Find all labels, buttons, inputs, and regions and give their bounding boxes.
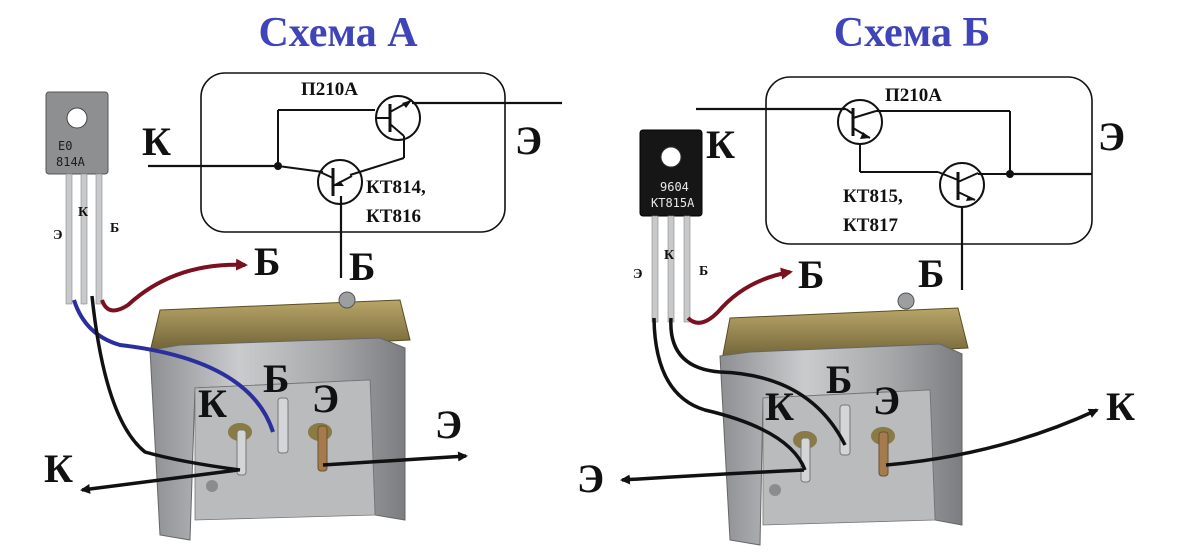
scheme-a-transistor-photo: E0 814A Э К Б (45, 91, 119, 305)
scheme-b-driver-label-1: КТ815, (843, 186, 903, 207)
scheme-b-circuit: П210А КТ815, КТ817 К Э Б (696, 76, 1125, 296)
scheme-b-terminal-e: Э (1098, 114, 1125, 159)
scheme-a-chip-marking-1: E0 (58, 139, 72, 153)
scheme-a-blue-wire (72, 299, 275, 433)
scheme-b-pin-b: Б (699, 264, 708, 279)
scheme-a-k-arrow (80, 468, 239, 494)
scheme-b-pin-e: Э (633, 267, 643, 282)
scheme-b-heatsink-photo: К Б Э (719, 292, 969, 546)
scheme-b-terminal-k: К (706, 122, 735, 167)
scheme-b-chip-marking-2: КТ815А (651, 196, 695, 210)
scheme-a-p210-symbol (375, 95, 421, 141)
scheme-b-black-wire-e (652, 317, 807, 471)
scheme-b: Схема Б (577, 10, 1135, 546)
scheme-a-out-k: К (44, 446, 73, 491)
scheme-a-pin-b: Б (110, 221, 119, 236)
scheme-b-heatsink-k: К (765, 384, 794, 429)
scheme-b-kt815-symbol (937, 162, 985, 208)
scheme-a-pin-k: К (78, 205, 89, 220)
scheme-b-title: Схема Б (834, 10, 991, 56)
scheme-a-heatsink-photo: К Б Э (149, 291, 411, 541)
scheme-b-out-k: К (1106, 384, 1135, 429)
scheme-b-k-arrow (885, 408, 1099, 467)
scheme-a-e-arrow (322, 451, 468, 467)
scheme-a-driver-label-2: КТ816 (366, 206, 421, 227)
scheme-a-terminal-k: К (142, 119, 171, 164)
scheme-a: Схема А (44, 10, 562, 541)
scheme-b-transistor-photo: 9604 КТ815А Э К Б (633, 129, 708, 323)
scheme-b-pin-k: К (664, 248, 675, 263)
scheme-a-wire-arrow-b: Б (254, 239, 280, 284)
scheme-a-title: Схема А (258, 10, 418, 56)
scheme-a-circuit-frame (200, 72, 506, 233)
scheme-a-circuit: П210А КТ814, КТ816 К Э Б (142, 72, 562, 289)
scheme-a-heatsink-e: Э (312, 376, 339, 421)
scheme-a-chip-marking-2: 814A (56, 155, 86, 169)
scheme-a-heatsink-k: К (198, 381, 227, 426)
scheme-b-black-wire-k (669, 317, 847, 446)
scheme-b-wire-arrow-b: Б (798, 252, 824, 297)
scheme-b-p210-symbol (837, 99, 883, 145)
scheme-a-power-label: П210А (301, 79, 358, 100)
scheme-a-terminal-e: Э (515, 118, 542, 163)
scheme-a-driver-label-1: КТ814, (366, 177, 426, 198)
scheme-b-chip-marking-1: 9604 (660, 180, 689, 194)
scheme-b-heatsink-e: Э (873, 378, 900, 423)
scheme-b-driver-label-2: КТ817 (843, 215, 898, 236)
scheme-b-out-e: Э (577, 456, 604, 501)
scheme-b-red-arrow (686, 267, 793, 325)
scheme-b-terminal-b: Б (918, 251, 944, 296)
scheme-a-red-arrow (100, 258, 248, 313)
scheme-a-out-e: Э (435, 402, 462, 447)
scheme-b-circuit-frame (765, 76, 1093, 245)
scheme-b-e-arrow (620, 468, 805, 485)
scheme-a-terminal-b: Б (349, 244, 375, 289)
scheme-a-heatsink-b: Б (263, 356, 289, 401)
scheme-b-heatsink-b: Б (826, 357, 852, 402)
scheme-b-power-label: П210А (885, 85, 942, 106)
scheme-a-black-wire (90, 295, 241, 472)
scheme-a-pin-e: Э (53, 228, 63, 243)
